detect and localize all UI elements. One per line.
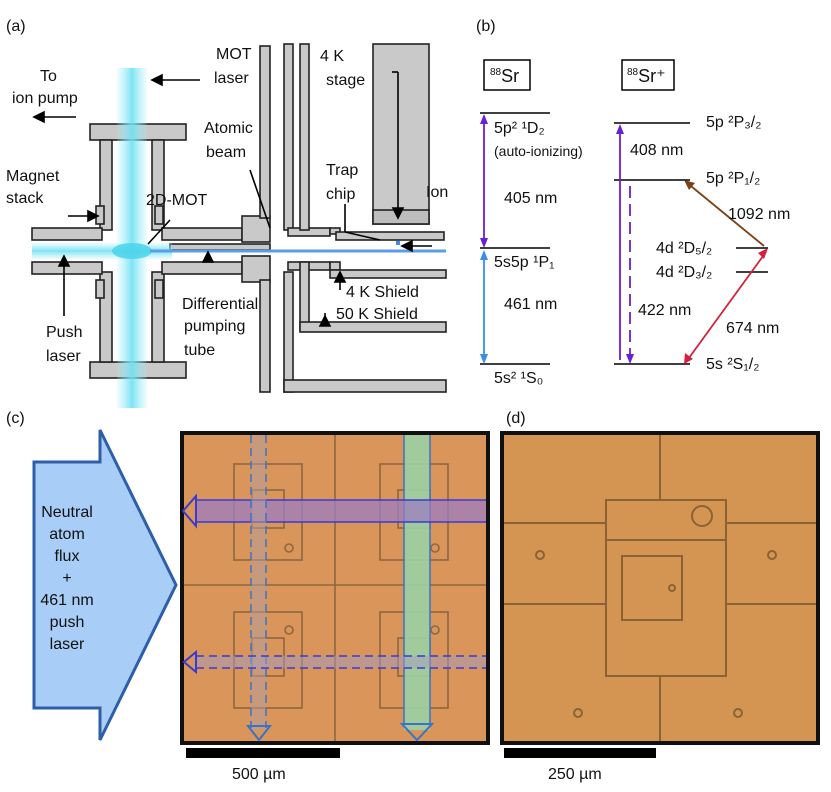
panel-d-label: (d) [506, 410, 526, 427]
level-1p1-label: 5s5p ¹P₁ [494, 254, 555, 271]
wavelength-674-label: 674 nm [726, 320, 780, 337]
wavelength-422-label: 422 nm [638, 302, 692, 319]
level-2p32-label: 5p ²P₃/₂ [706, 114, 762, 131]
diff-tube-label-line3: tube [184, 342, 216, 359]
panel-a-arrows [32, 71, 432, 327]
level-2p12-label: 5p ²P₁/₂ [706, 170, 761, 187]
flux-arrow-text-line4: + [62, 570, 72, 587]
flux-arrow-text-line6: push [49, 614, 85, 631]
scale-label-d: 250 µm [548, 766, 602, 783]
srplus-box-isotope: 88 [627, 67, 639, 78]
level-2s12-label: 5s ²S₁/₂ [706, 356, 760, 373]
ion-dot [396, 241, 400, 245]
atomic-beam-label-line1: Atomic [204, 120, 253, 137]
trap-chip-label-line2: chip [326, 186, 356, 203]
4k-stage-label-line1: 4 K [320, 48, 345, 65]
sr-box-label: 88Sr [490, 64, 519, 85]
flux-arrow-text-line1: Neutral [41, 504, 93, 521]
flux-arrow-text-line2: atom [49, 526, 85, 543]
srplus-box-label: 88Sr⁺ [627, 64, 666, 85]
level-2d52-label: 4d ²D₅/₂ [656, 240, 713, 257]
panel-c-label: (c) [6, 410, 25, 427]
atomic-beam-label-line2: beam [206, 144, 247, 161]
2d-mot-cloud [112, 243, 152, 259]
to-ion-pump-label-line2: ion pump [12, 90, 78, 107]
mot-laser-label-line1: MOT [216, 46, 252, 63]
scale-bar-c [186, 748, 340, 758]
violet-beam-arrowhead [181, 493, 197, 529]
panel-a-label: (a) [6, 18, 26, 35]
sr-box-isotope: 88 [490, 67, 502, 78]
magnet-stack-label-line2: stack [6, 190, 44, 207]
dashed-horizontal-band [194, 656, 486, 668]
transition-arrows [480, 114, 768, 364]
srplus-box-element: Sr⁺ [638, 66, 666, 86]
sr-box-element: Sr [501, 66, 520, 86]
panel-b-energy-diagram [480, 112, 768, 365]
level-1d2-label: 5p² ¹D₂ [494, 120, 545, 137]
flux-arrow-shape [32, 429, 178, 741]
trap-chip-label-line1: Trap [326, 162, 359, 179]
panel-b-label: (b) [476, 18, 496, 35]
flux-arrow-text-line7: laser [49, 636, 85, 653]
green-beam-arrowhead [399, 723, 435, 742]
green-beam-band [404, 435, 430, 730]
wavelength-405-label: 405 nm [504, 190, 558, 207]
4k-shield-label: 4 K Shield [346, 284, 419, 301]
scale-label-c: 500 µm [232, 766, 286, 783]
scale-bar-d [504, 748, 656, 758]
4k-stage-label-line2: stage [326, 72, 366, 89]
ion-label: Ion [426, 184, 449, 201]
diff-tube-label-line2: pumping [184, 318, 246, 335]
flux-arrow-text-line3: flux [54, 548, 80, 565]
panel-d-electrodes [504, 435, 816, 741]
push-laser-label-line2: laser [46, 348, 81, 365]
50k-shield-label: 50 K Shield [336, 306, 418, 323]
diff-tube-label-line1: Differential [182, 296, 259, 313]
level-1s0-label: 5s² ¹S₀ [494, 370, 544, 387]
dashed-vertical-band [251, 435, 266, 730]
mot-laser-label-line2: laser [214, 70, 249, 87]
dashed-vertical-arrowhead [245, 725, 273, 742]
level-2d32-label: 4d ²D₃/₂ [656, 264, 713, 281]
sr-box [483, 59, 531, 91]
srplus-box [621, 59, 675, 91]
push-laser-label-line1: Push [46, 324, 83, 341]
dashed-horizontal-arrowhead [182, 649, 197, 675]
magnet-stack-label-line1: Magnet [6, 168, 60, 185]
2d-mot-label: 2D-MOT [146, 192, 208, 209]
auto-ionizing-label: (auto-ionizing) [494, 143, 583, 159]
wavelength-461-label: 461 nm [504, 296, 558, 313]
mot-laser-beam [117, 68, 147, 408]
wavelength-408-label: 408 nm [630, 142, 684, 159]
flux-arrow-text-line5: 461 nm [40, 592, 94, 609]
vacuum-chamber [31, 43, 447, 393]
wavelength-1092-label: 1092 nm [728, 206, 791, 223]
to-ion-pump-label-line1: To [40, 68, 57, 85]
violet-beam-band [196, 500, 486, 522]
